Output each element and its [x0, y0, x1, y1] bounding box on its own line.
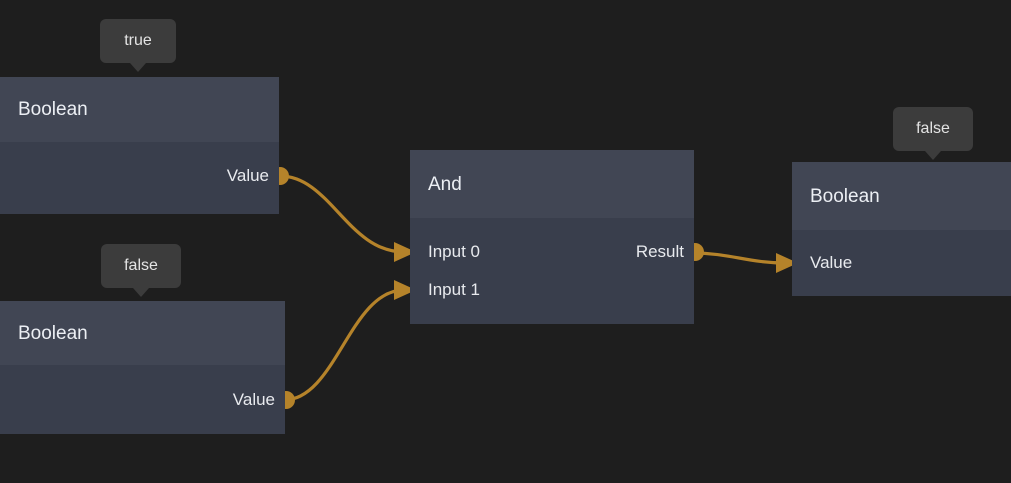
input-port-and-input-1[interactable]: Input 1: [428, 281, 480, 298]
node-header-boolean-false[interactable]: Boolean: [0, 301, 285, 365]
node-body-and: Result Input 0 Input 1: [410, 218, 694, 324]
node-body-boolean-false: Value: [0, 365, 285, 434]
tooltip-boolean-true: true: [100, 19, 176, 72]
tooltip-boolean-false: false: [101, 244, 181, 297]
node-title-boolean-true: Boolean: [18, 99, 88, 120]
output-port-and-result[interactable]: Result: [636, 243, 684, 260]
node-header-and[interactable]: And: [410, 150, 694, 218]
output-port-boolean-false-value[interactable]: Value: [233, 391, 275, 408]
node-header-boolean-true[interactable]: Boolean: [0, 77, 279, 142]
edge-1[interactable]: [282, 288, 406, 402]
node-header-boolean-result[interactable]: Boolean: [792, 162, 1011, 230]
node-title-boolean-false: Boolean: [18, 322, 88, 344]
port-label: Result: [635, 242, 684, 261]
port-label: Input 0: [428, 242, 480, 261]
node-title-and: And: [428, 173, 462, 195]
node-title-boolean-result: Boolean: [810, 185, 880, 207]
tooltip-boolean-result: false: [893, 107, 973, 160]
node-body-boolean-result: Value: [792, 230, 1011, 296]
edge-2[interactable]: [690, 251, 788, 265]
input-port-and-input-0[interactable]: Input 0: [428, 243, 480, 260]
port-label: Input 1: [428, 280, 480, 299]
output-port-boolean-true-value[interactable]: Value: [227, 167, 269, 184]
input-port-boolean-result-value[interactable]: Value: [810, 254, 852, 271]
port-label: Value: [232, 390, 275, 409]
edge-0[interactable]: [278, 174, 406, 254]
port-label: Value: [226, 166, 269, 185]
port-label: Value: [810, 253, 853, 272]
node-body-boolean-true: Value: [0, 142, 279, 214]
